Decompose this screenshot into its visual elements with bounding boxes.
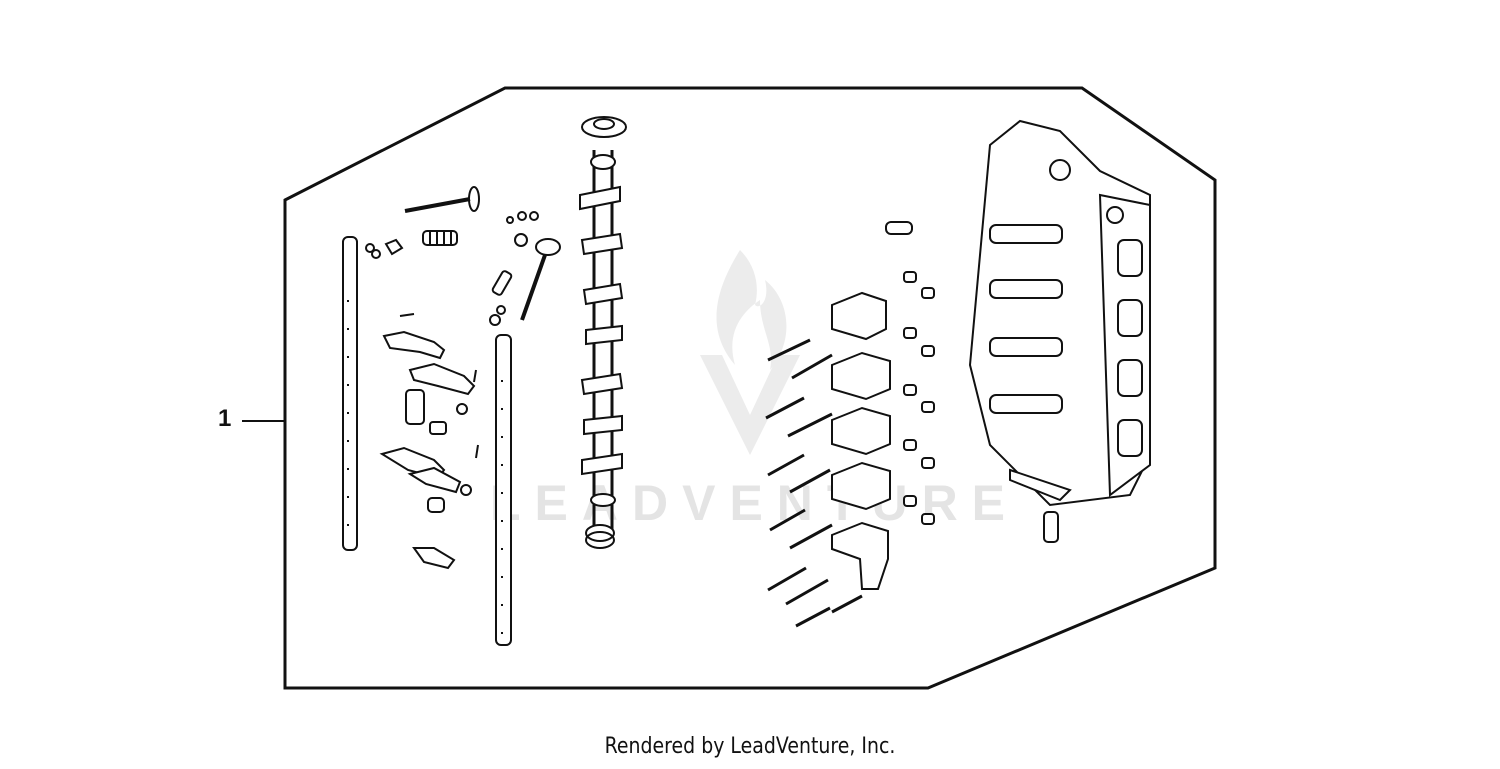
valve-lower: [520, 238, 561, 321]
watermark-text: LEADVENTURE: [490, 475, 1020, 531]
parts-group: [342, 116, 1151, 646]
valve-upper: [404, 186, 480, 213]
cam-holders: [831, 291, 891, 590]
bolts: [765, 338, 863, 628]
footer-credit: Rendered by LeadVenture, Inc.: [604, 734, 896, 759]
rocker-arms: [379, 313, 479, 570]
valve-springs: [365, 211, 539, 326]
dowel-pins: [885, 221, 1059, 543]
rocker-shaft-left: [342, 236, 358, 551]
kit-outline: [283, 86, 1217, 690]
callout-number: 1: [218, 405, 232, 432]
rocker-shaft-right: [495, 334, 512, 646]
camshaft: [579, 116, 627, 549]
cylinder-head: [968, 119, 1151, 507]
watermark-logo: [700, 250, 800, 455]
